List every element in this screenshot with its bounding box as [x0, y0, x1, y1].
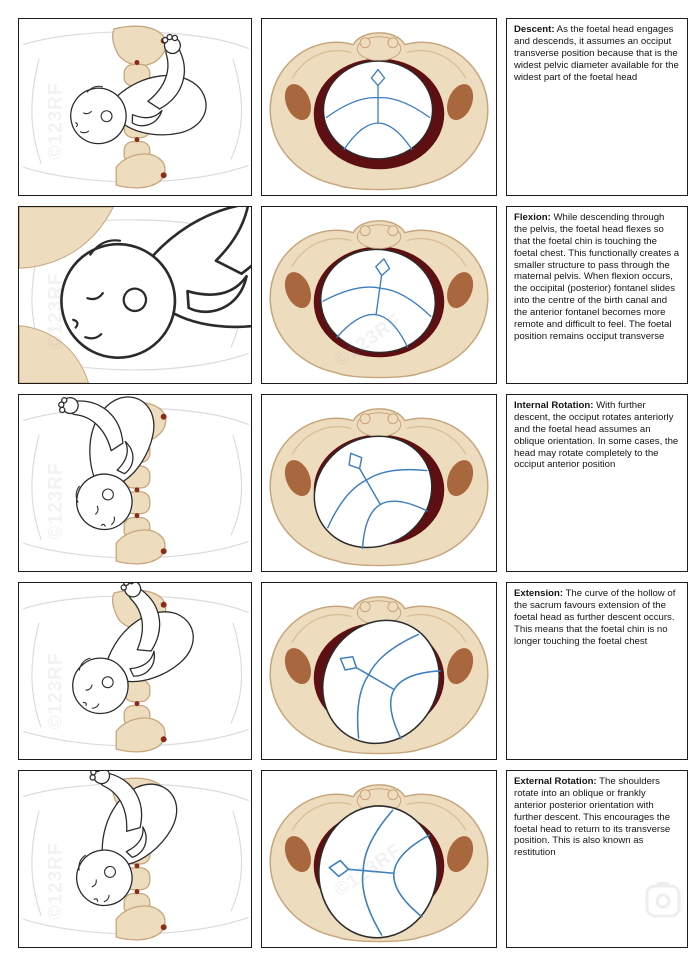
stage-row-internal-rotation: Internal Rotation: With further descent,… — [18, 394, 688, 572]
inlet-illustration-extension — [269, 596, 489, 759]
inlet-illustration-external-rotation — [269, 784, 489, 944]
inlet-view-panel — [261, 582, 497, 760]
stage-row-descent: Descent: As the foetal head engages and … — [18, 18, 688, 196]
description-panel: Flexion: While descending through the pe… — [506, 206, 688, 384]
stage-paragraph: Flexion: While descending through the pe… — [514, 212, 680, 343]
description-panel: External Rotation: The shoulders rotate … — [506, 770, 688, 948]
stage-rows: Descent: As the foetal head engages and … — [18, 18, 688, 948]
lateral-view-panel — [18, 394, 252, 572]
lateral-view-panel — [18, 206, 252, 384]
stage-description: The shoulders rotate into an oblique or … — [514, 776, 671, 859]
stage-row-extension: Extension: The curve of the hollow of th… — [18, 582, 688, 760]
stage-description: The curve of the hollow of the sacrum fa… — [514, 588, 676, 647]
description-panel: Internal Rotation: With further descent,… — [506, 394, 688, 572]
stage-paragraph: Extension: The curve of the hollow of th… — [514, 588, 680, 647]
lateral-illustration-extension — [22, 583, 250, 753]
stage-description: While descending through the pelvis, the… — [514, 212, 680, 342]
stage-description: With further descent, the occiput rotate… — [514, 400, 679, 471]
description-panel: Extension: The curve of the hollow of th… — [506, 582, 688, 760]
stage-paragraph: Descent: As the foetal head engages and … — [514, 24, 680, 83]
stage-term: Extension: — [514, 588, 564, 599]
lateral-illustration-external-rotation — [22, 771, 250, 941]
stage-term: Internal Rotation: — [514, 400, 594, 411]
stage-term: External Rotation: — [514, 776, 597, 787]
stage-term: Descent: — [514, 24, 555, 35]
inlet-view-panel — [261, 18, 497, 196]
stage-row-external-rotation: External Rotation: The shoulders rotate … — [18, 770, 688, 948]
stage-paragraph: External Rotation: The shoulders rotate … — [514, 776, 680, 859]
inlet-view-panel — [261, 770, 497, 948]
lateral-view-panel — [18, 18, 252, 196]
inlet-view-panel — [261, 206, 497, 384]
inlet-illustration-flexion — [269, 220, 489, 379]
lateral-illustration-flexion — [19, 207, 251, 383]
stage-paragraph: Internal Rotation: With further descent,… — [514, 400, 680, 471]
stage-term: Flexion: — [514, 212, 551, 223]
inlet-illustration-descent — [269, 32, 489, 191]
stage-row-flexion: Flexion: While descending through the pe… — [18, 206, 688, 384]
inlet-illustration-internal-rotation — [269, 408, 489, 570]
lateral-view-panel — [18, 770, 252, 948]
lateral-illustration-descent — [22, 25, 250, 189]
lateral-illustration-internal-rotation — [22, 395, 250, 565]
stage-description: As the foetal head engages and descends,… — [514, 24, 679, 83]
description-panel: Descent: As the foetal head engages and … — [506, 18, 688, 196]
lateral-view-panel — [18, 582, 252, 760]
inlet-view-panel — [261, 394, 497, 572]
